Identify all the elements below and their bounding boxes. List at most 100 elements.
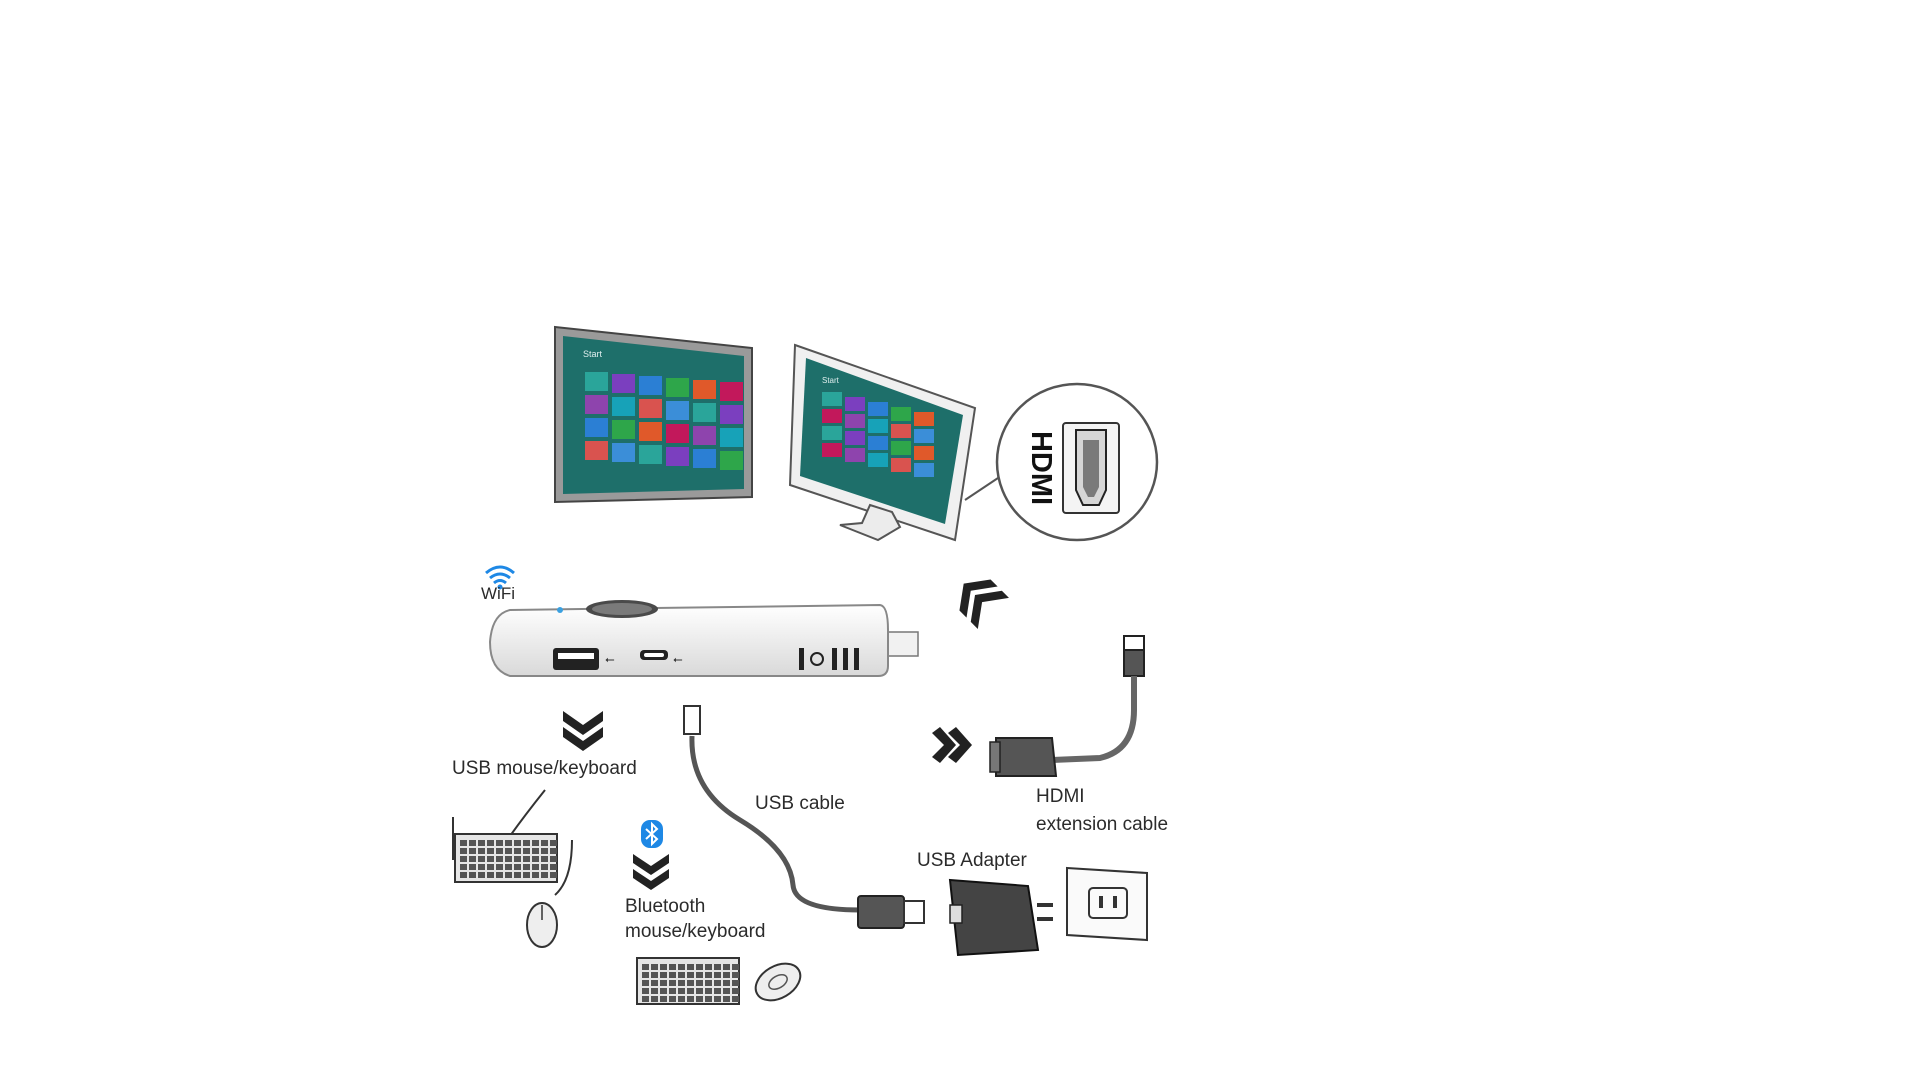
power-icon: [810, 652, 824, 666]
keyboard-key: [714, 964, 721, 970]
keyboard-key: [669, 972, 676, 978]
screen-tile: [720, 451, 743, 470]
keyboard-key: [523, 856, 530, 862]
screen-tile: [666, 401, 689, 420]
keyboard-key: [505, 864, 512, 870]
keyboard-key: [478, 840, 485, 846]
keyboard-key: [678, 996, 685, 1002]
keyboard-key: [678, 964, 685, 970]
bluetooth-keyboard-keys: [642, 964, 739, 1002]
keyboard-key: [532, 864, 539, 870]
screen-tile: [914, 463, 934, 477]
keyboard-key: [732, 980, 739, 986]
keyboard-key: [532, 848, 539, 854]
keyboard-key: [523, 872, 530, 878]
chevron-up-icon: [959, 579, 1009, 629]
compute-stick: ⭠ ⭠: [488, 600, 919, 677]
screen-tile: [612, 420, 635, 439]
usb-cable-label: USB cable: [755, 793, 845, 814]
keyboard-key: [642, 972, 649, 978]
keyboard-key: [505, 856, 512, 862]
keyboard-key: [514, 856, 521, 862]
bluetooth-label-line1: Bluetooth: [625, 896, 706, 917]
keyboard-key: [469, 840, 476, 846]
keyboard-key: [550, 848, 557, 854]
hdmi-extension-label-line1: HDMI: [1036, 786, 1085, 807]
keyboard-key: [541, 872, 548, 878]
keyboard-key: [523, 864, 530, 870]
bluetooth-label-line2: mouse/keyboard: [625, 921, 766, 942]
keyboard-key: [541, 840, 548, 846]
keyboard-key: [478, 864, 485, 870]
hdmi-port-label: HDMI: [1025, 431, 1057, 505]
keyboard-key: [642, 980, 649, 986]
keyboard-key: [478, 872, 485, 878]
monitor-tile-grid: [822, 392, 934, 477]
usb-keyboard-mouse: [452, 789, 573, 948]
keyboard-key: [514, 848, 521, 854]
keyboard-key: [460, 848, 467, 854]
screen-tile: [845, 448, 865, 462]
screen-tile: [693, 449, 716, 468]
keyboard-key: [514, 840, 521, 846]
chevron-right-icon: [932, 727, 972, 763]
screen-tile: [845, 397, 865, 411]
keyboard-key: [514, 864, 521, 870]
screen-tile: [822, 392, 842, 406]
wifi-icon: [485, 565, 515, 590]
keyboard-key: [705, 988, 712, 994]
screen-tile: [822, 443, 842, 457]
screen-tile: [585, 372, 608, 391]
screen-tile: [720, 382, 743, 401]
keyboard-key: [523, 840, 530, 846]
keyboard-key: [642, 964, 649, 970]
screen-tile: [914, 446, 934, 460]
keyboard-key: [696, 964, 703, 970]
screen-tile: [845, 431, 865, 445]
keyboard-key: [669, 980, 676, 986]
keyboard-key: [460, 840, 467, 846]
keyboard-key: [705, 964, 712, 970]
usb-adapter-label: USB Adapter: [917, 850, 1027, 871]
keyboard-key: [550, 856, 557, 862]
chevron-down-icon: [563, 711, 603, 751]
keyboard-key: [642, 988, 649, 994]
screen-tile: [891, 458, 911, 472]
keyboard-key: [714, 988, 721, 994]
keyboard-key: [532, 840, 539, 846]
keyboard-key: [469, 872, 476, 878]
screen-tile: [868, 453, 888, 467]
keyboard-key: [541, 864, 548, 870]
usb-cable: [683, 705, 925, 929]
keyboard-key: [541, 848, 548, 854]
keyboard-key: [705, 996, 712, 1002]
keyboard-key: [469, 864, 476, 870]
keyboard-key: [505, 840, 512, 846]
keyboard-key: [678, 988, 685, 994]
screen-tile: [639, 399, 662, 418]
keyboard-key: [651, 996, 658, 1002]
hdmi-extension-cable: [989, 635, 1145, 777]
keyboard-key: [660, 980, 667, 986]
keyboard-key: [696, 996, 703, 1002]
hdmi-extension-label-line2: extension cable: [1036, 814, 1169, 835]
keyboard-key: [460, 856, 467, 862]
screen-tile: [891, 407, 911, 421]
screen-tile: [693, 403, 716, 422]
keyboard-key: [550, 840, 557, 846]
keyboard-key: [678, 972, 685, 978]
hdmi-port-callout: HDMI: [964, 382, 1159, 542]
keyboard-key: [642, 996, 649, 1002]
screen-tile: [693, 426, 716, 445]
screen-tile: [693, 380, 716, 399]
screen-tile: [639, 376, 662, 395]
screen-tile: [868, 436, 888, 450]
usb-adapter: [948, 878, 1053, 957]
screen-tile: [845, 414, 865, 428]
screen-tile: [891, 424, 911, 438]
keyboard-key: [669, 988, 676, 994]
desktop-monitor: Start: [788, 343, 977, 542]
keyboard-key: [687, 980, 694, 986]
tv-start-text: Start: [583, 349, 603, 359]
keyboard-key: [487, 864, 494, 870]
